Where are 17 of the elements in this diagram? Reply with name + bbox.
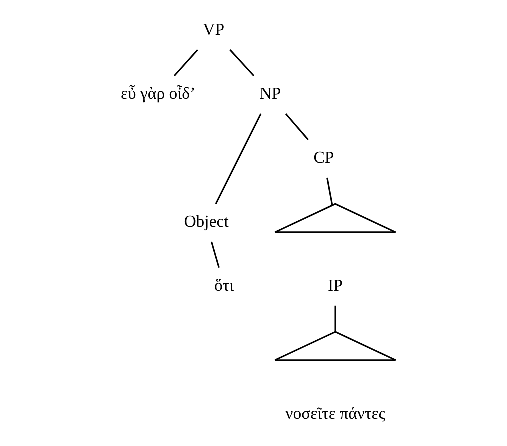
connector <box>284 114 308 140</box>
connector <box>326 178 333 206</box>
connector <box>173 50 198 76</box>
connector <box>214 114 262 204</box>
node-text: ὅτι <box>214 276 234 295</box>
node-text: CP <box>313 148 334 168</box>
node-triangle <box>274 331 396 362</box>
connector <box>210 242 220 268</box>
connector <box>229 50 254 76</box>
connector <box>334 306 336 332</box>
node-text: Object <box>184 212 228 231</box>
node-text: NP <box>259 84 281 104</box>
node-text: VP <box>202 20 224 40</box>
node-text: εὖ γὰρ οἶδ’ <box>120 84 196 104</box>
node-triangle <box>274 203 396 234</box>
node-text: νοσεῖτε πάντες <box>285 404 385 423</box>
node-text: IP <box>328 276 342 295</box>
